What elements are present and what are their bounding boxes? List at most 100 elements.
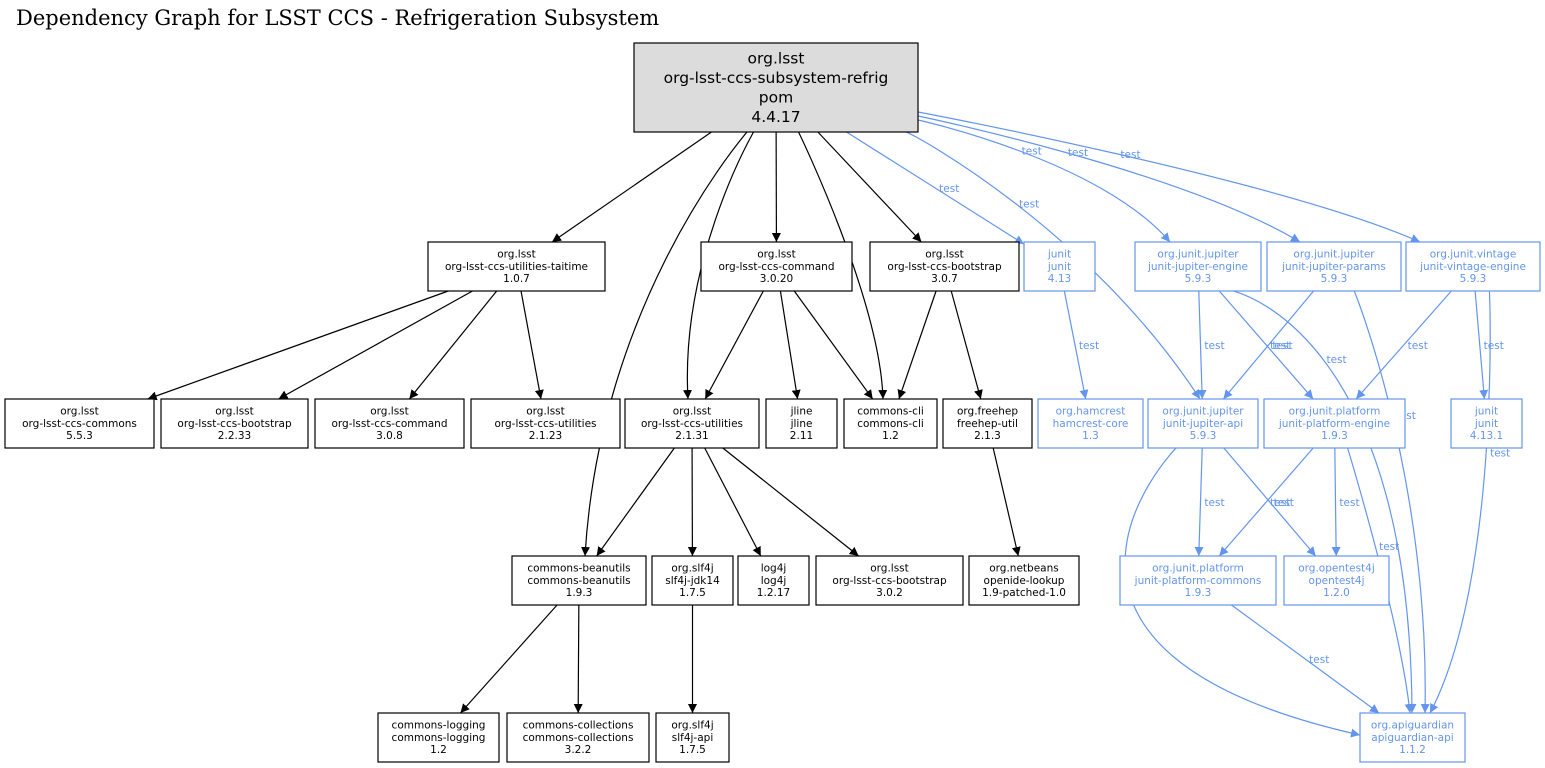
edge-command3020-to-jline: [779, 290, 801, 400]
node-box: [160, 398, 309, 449]
edge-root-to-utilities2131: [682, 131, 755, 400]
node-label-line: 2.2.33: [218, 430, 251, 442]
node-label-line: 2.1.3: [974, 430, 1001, 442]
node-label-line: log4j: [761, 575, 787, 587]
node-label-line: slf4j-api: [672, 732, 714, 744]
edge-line: [596, 447, 675, 557]
node-box: [1263, 398, 1406, 449]
edge-label: test: [939, 183, 959, 195]
edge-junit413-to-hamcrest: test: [1063, 290, 1099, 400]
edge-line: [1218, 447, 1314, 557]
node-label-line: freehep-util: [957, 418, 1018, 430]
node-label-line: org-lsst-ccs-command: [332, 418, 448, 430]
edge-line: [520, 290, 544, 400]
node-label-line: commons-beanutils: [527, 575, 630, 587]
edge-platengine-to-apiguardian: test: [1346, 447, 1414, 714]
edge-root-to-bootstrap307: [817, 131, 922, 243]
node-label-line: org.lsst: [60, 406, 99, 418]
node-root: org.lsstorg-lsst-ccs-subsystem-refrigpom…: [633, 42, 919, 133]
edge-command3020-to-commonscli: [793, 290, 874, 400]
edge-line: [950, 290, 983, 400]
edge-vintage-to-apiguardian: test: [1429, 290, 1510, 714]
edge-line: [1231, 604, 1380, 714]
node-jupparams: org.junit.jupiterjunit-jupiter-params5.9…: [1266, 241, 1402, 292]
node-label-line: slf4j-jdk14: [665, 575, 720, 587]
node-box: [843, 398, 938, 449]
node-box: [1450, 398, 1523, 449]
node-label-line: 3.0.8: [376, 430, 403, 442]
node-label-line: 1.9.3: [566, 587, 593, 599]
node-label-line: org.freehep: [957, 406, 1018, 418]
edge-beanutils-to-commonscollections: [573, 604, 583, 714]
edge-line: [147, 290, 449, 401]
node-label-line: org.junit.platform: [1289, 406, 1381, 418]
node-label-line: 2.1.31: [675, 430, 708, 442]
node-label-line: 1.2: [430, 744, 447, 756]
edge-line: [1063, 290, 1089, 400]
edge-label: test: [1274, 497, 1294, 509]
node-label-line: org.lsst: [370, 406, 409, 418]
edge-line: [1331, 447, 1341, 557]
node-label-line: commons-logging: [392, 732, 486, 744]
edge-label: test: [1490, 448, 1510, 460]
node-label-line: 3.2.2: [565, 744, 592, 756]
node-box: [377, 712, 500, 763]
node-box: [942, 398, 1033, 449]
edge-taitime-to-bootstrap2233: [278, 290, 473, 400]
edge-root-to-junit413: test: [846, 131, 1025, 245]
node-label-line: 5.9.3: [1460, 273, 1487, 285]
edge-label: test: [1204, 497, 1224, 509]
node-box: [470, 398, 621, 449]
edge-jupparams-to-apiguardian: test: [1353, 290, 1430, 714]
node-label-line: org.lsst: [748, 50, 805, 68]
edge-jupapi-to-platcommons: test: [1194, 447, 1225, 557]
edge-line: [779, 290, 801, 400]
edge-root-to-taitime: [551, 131, 712, 243]
edge-label: test: [1484, 340, 1504, 352]
edge-line: [797, 131, 888, 400]
node-box: [1147, 398, 1259, 449]
edge-jupengine-to-platengine: test: [1218, 290, 1314, 400]
edge-label: test: [1022, 145, 1042, 157]
edge-vintage-to-junit4131: test: [1474, 290, 1504, 400]
edge-label: test: [1309, 654, 1329, 666]
edge-line: [846, 131, 1025, 245]
edge-line: [459, 604, 558, 714]
node-openide: org.netbeansopenide-lookup1.9-patched-1.…: [968, 555, 1080, 606]
edge-platengine-to-opentest4j: test: [1331, 447, 1360, 557]
edge-freehep-to-openide: [992, 447, 1021, 557]
edge-vintage-to-platengine: test: [1355, 290, 1452, 400]
node-platengine: org.junit.platformjunit-platform-engine1…: [1263, 398, 1406, 449]
node-label-line: commons-collections: [523, 720, 634, 732]
edge-line: [573, 604, 583, 714]
edge-label: test: [1079, 340, 1099, 352]
edge-label: test: [1270, 497, 1290, 509]
node-label-line: pom: [759, 89, 793, 107]
node-label-line: org-lsst-ccs-bootstrap: [887, 261, 1002, 273]
node-label-line: 3.0.20: [760, 273, 793, 285]
edge-bootstrap307-to-freehep: [950, 290, 983, 400]
edge-root-to-jupparams: test: [917, 115, 1301, 243]
node-label-line: 1.9.3: [1321, 430, 1348, 442]
node-label-line: org.lsst: [673, 406, 712, 418]
edge-line: [917, 115, 1301, 243]
node-label-line: junit: [1474, 406, 1498, 418]
edge-platengine-to-platcommons: test: [1218, 447, 1314, 557]
node-box: [1405, 241, 1541, 292]
edge-line: [1429, 290, 1491, 714]
edge-line: [793, 290, 874, 400]
edge-utilities2131-to-bootstrap302: [722, 447, 860, 557]
edge-root-to-commonscli: [797, 131, 888, 400]
node-box: [968, 555, 1080, 606]
edge-jupparams-to-jupapi: test: [1222, 290, 1315, 400]
node-box: [1266, 241, 1402, 292]
